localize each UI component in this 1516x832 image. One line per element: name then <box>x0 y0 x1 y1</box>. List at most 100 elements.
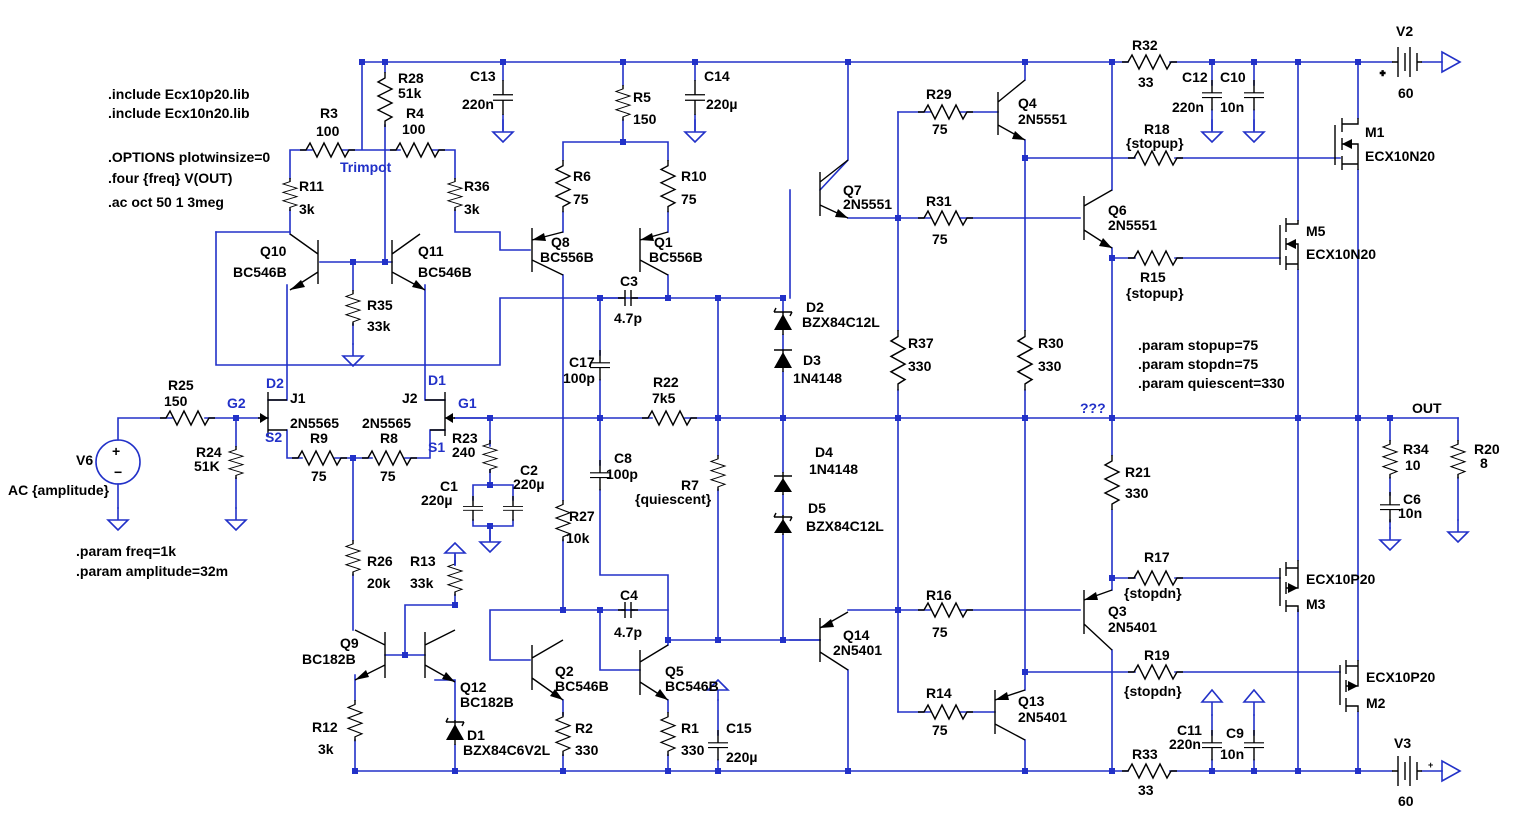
label-M2-value: ECX10P20 <box>1366 669 1435 685</box>
directive-param-freq: .param freq=1k <box>76 543 176 559</box>
capacitor-C4-symbol <box>618 602 638 618</box>
label-Q6-value: 2N5551 <box>1108 217 1157 233</box>
ground-r13 <box>443 541 467 566</box>
label-Q2-value: BC546B <box>555 678 609 694</box>
label-R36-value: 3k <box>464 201 480 217</box>
net-labels: Trimpot D2 D1 G2 G1 S2 S1 ??? OUT <box>227 159 1442 455</box>
net-label-d2: D2 <box>266 375 284 391</box>
bjt-Q8-symbol <box>531 228 564 276</box>
net-label-out: OUT <box>1412 400 1442 416</box>
label-R28-value: 51k <box>398 85 422 101</box>
label-R32-value: 33 <box>1138 74 1154 90</box>
label-C10-value: 10n <box>1220 99 1244 115</box>
resistor-R30-symbol <box>1017 329 1033 392</box>
label-D1-name: D1 <box>467 727 485 743</box>
label-C15-value: 220µ <box>726 749 757 765</box>
resistor-R5-symbol <box>615 84 631 122</box>
net-label-s2: S2 <box>265 429 282 445</box>
label-Q1-name: Q1 <box>654 234 673 250</box>
label-R9-value: 75 <box>311 468 327 484</box>
label-R21-name: R21 <box>1125 464 1151 480</box>
label-R24-value: 51K <box>194 458 220 474</box>
label-R23-value: 240 <box>452 444 476 460</box>
label-R20-name: R20 <box>1474 441 1500 457</box>
capacitor-C3-symbol <box>618 290 638 306</box>
label-M1-value: ECX10N20 <box>1365 148 1435 164</box>
resistor-R10-symbol <box>660 159 676 213</box>
label-R14-name: R14 <box>926 685 952 701</box>
label-R14-value: 75 <box>932 722 948 738</box>
label-Q11-name: Q11 <box>418 243 444 259</box>
label-R3-value: 100 <box>316 123 340 139</box>
label-R35-value: 33k <box>367 318 391 334</box>
label-R5-value: 150 <box>633 111 657 127</box>
source-V6-symbol: + − <box>95 439 141 485</box>
label-Q7-name: Q7 <box>843 182 862 198</box>
label-R11-name: R11 <box>299 178 324 194</box>
label-R37-name: R37 <box>908 335 934 351</box>
capacitor-C14-symbol <box>684 79 706 116</box>
ground-c1c2 <box>479 529 501 553</box>
label-C10-name: C10 <box>1220 69 1246 85</box>
diode-D4-symbol <box>774 472 792 495</box>
ground-r24 <box>225 507 247 531</box>
resistor-R36-symbol <box>447 177 463 212</box>
label-R33-name: R33 <box>1132 746 1158 762</box>
label-C12-value: 220n <box>1172 99 1204 115</box>
directive-param-stopdn: .param stopdn=75 <box>1138 356 1258 372</box>
directive-param-stopup: .param stopup=75 <box>1138 337 1258 353</box>
resistor-R37-symbol <box>890 329 906 392</box>
label-Q12-value: BC182B <box>460 694 514 710</box>
capacitor-C10-symbol <box>1243 79 1265 112</box>
label-J1-name: J1 <box>290 390 306 406</box>
jfet-J1-symbol <box>258 392 287 436</box>
bjt-Q3-symbol <box>1083 589 1113 651</box>
label-R30-value: 330 <box>1038 358 1062 374</box>
label-R8-value: 75 <box>380 468 396 484</box>
jfet-J2-symbol <box>425 392 455 436</box>
label-C14-value: 220µ <box>706 96 737 112</box>
label-R6-name: R6 <box>573 168 591 184</box>
label-R12-value: 3k <box>318 741 334 757</box>
label-M2-name: M2 <box>1366 695 1386 711</box>
label-C13-value: 220n <box>462 96 494 112</box>
label-D5-value: BZX84C12L <box>806 518 884 534</box>
label-R31-value: 75 <box>932 231 948 247</box>
svg-text:−: − <box>114 464 122 480</box>
label-J1-value: 2N5565 <box>290 415 339 431</box>
label-R29-name: R29 <box>926 86 952 102</box>
label-R22-value: 7k5 <box>652 390 676 406</box>
label-C6-value: 10n <box>1398 505 1422 521</box>
directive-four: .four {freq} V(OUT) <box>108 170 232 186</box>
label-D4-name: D4 <box>815 444 833 460</box>
bjt-Q1-symbol <box>639 228 669 276</box>
component-labels: R3 100 R28 51k R4 100 R11 3k R36 3k Q10 … <box>8 23 1500 809</box>
label-R34-name: R34 <box>1403 441 1429 457</box>
label-R29-value: 75 <box>932 121 948 137</box>
label-D5-name: D5 <box>808 500 826 516</box>
label-Q9-name: Q9 <box>340 635 359 651</box>
label-C3-name: C3 <box>620 273 638 289</box>
label-R6-value: 75 <box>573 191 589 207</box>
label-R12-name: R12 <box>312 719 338 735</box>
label-R15-name: R15 <box>1140 269 1166 285</box>
resistor-R7-symbol <box>710 454 726 492</box>
label-Q4-value: 2N5551 <box>1018 111 1067 127</box>
capacitor-C1-symbol <box>462 495 484 522</box>
svg-text:+: + <box>1428 760 1433 770</box>
resistor-R6-symbol <box>555 159 571 213</box>
label-R27-value: 10k <box>566 530 590 546</box>
label-Q4-name: Q4 <box>1018 95 1037 111</box>
resistor-R34-symbol <box>1382 439 1398 480</box>
component-symbols: + − + + <box>95 47 1469 786</box>
label-R35-name: R35 <box>367 297 393 313</box>
label-R23-name: R23 <box>452 430 478 446</box>
net-label-unknown: ??? <box>1080 400 1106 416</box>
label-C11-name: C11 <box>1177 722 1202 738</box>
label-R3-name: R3 <box>320 105 338 121</box>
zener-D5-symbol <box>773 512 793 535</box>
label-R19-name: R19 <box>1144 647 1170 663</box>
label-Q10-name: Q10 <box>260 243 287 259</box>
label-Q13-name: Q13 <box>1018 693 1045 709</box>
label-C17-name: C17 <box>569 354 595 370</box>
